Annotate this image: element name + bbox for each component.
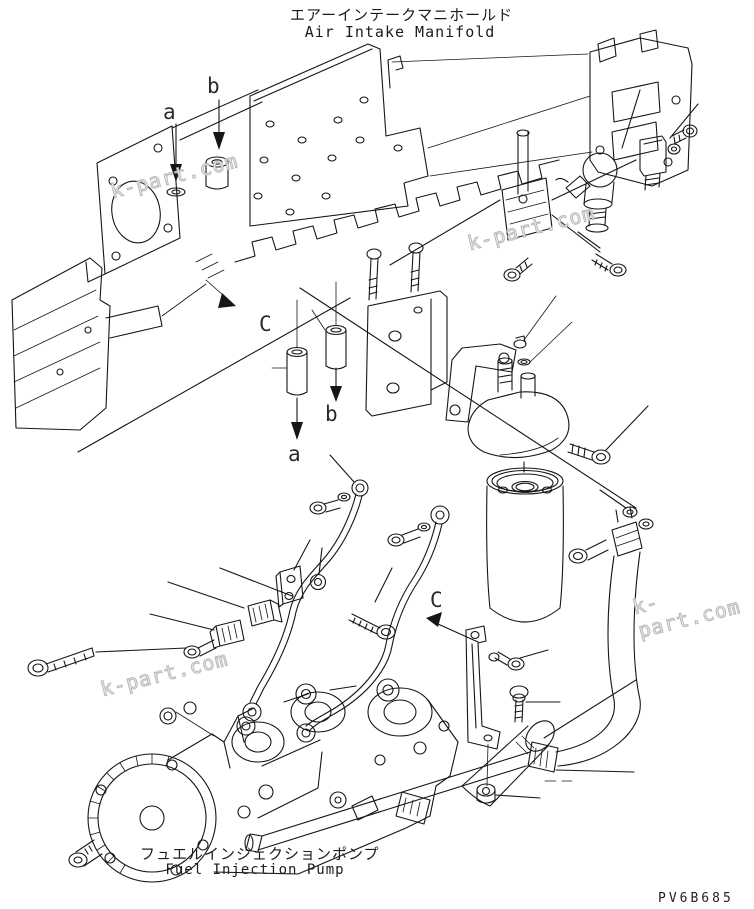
dowel-pin-a: [271, 299, 308, 440]
mid-bracket: [365, 290, 448, 417]
drawing-code: PV6B685: [658, 891, 734, 906]
bolt-far-left: [27, 647, 95, 677]
engine-block-left: [11, 89, 263, 431]
banjo-bolt-right: [591, 253, 627, 277]
leader-lines: [77, 89, 699, 799]
page-title-japanese: エアーインテークマニホールド: [290, 6, 514, 24]
fuel-hose: [244, 506, 654, 853]
mid-bracket-bolts: [366, 242, 424, 301]
filter-head: [467, 295, 573, 473]
section-label-a-upper: a: [163, 100, 176, 124]
filter-head-bolt: [567, 443, 611, 465]
fuel-pipe-1: [242, 479, 369, 722]
arrow-b-upper: [205, 99, 229, 190]
support-bracket: [465, 625, 501, 787]
dowel-pin-b: [311, 281, 347, 402]
bracket-banjo-bolt: [488, 651, 525, 671]
breather-valve: [555, 152, 618, 233]
manifold-bracket-hatched: [501, 177, 553, 241]
banjo-bolt-left: [503, 257, 533, 282]
manifold-end-block: [589, 29, 693, 187]
arrow-a-upper: [166, 123, 186, 197]
section-label-b-upper: b: [207, 74, 220, 98]
page-title-english: Air Intake Manifold: [304, 23, 496, 41]
section-label-c-lower: C: [430, 588, 443, 612]
arrow-c-lower: [426, 612, 479, 643]
section-label-a-mid: a: [288, 442, 301, 466]
pipe-clamps: [183, 565, 327, 659]
section-label-c-upper: C: [259, 312, 272, 336]
fuel-filter-cartridge: [486, 467, 564, 623]
long-bolt-mid: [348, 613, 396, 640]
pump-label-japanese: フュエルインジェクションポンプ: [140, 845, 380, 863]
section-pointer-hatched: [195, 253, 236, 308]
section-label-b-mid: b: [325, 402, 338, 426]
fuel-injection-pump: [68, 678, 555, 883]
bolt-top-right: [671, 124, 698, 145]
pump-label-english: Fuel Injection Pump: [165, 862, 345, 878]
filter-head-bracket: [445, 343, 517, 423]
intake-manifold-plate: [249, 43, 593, 227]
bracket-bolt: [509, 685, 529, 723]
gasket-profile: [234, 159, 560, 263]
